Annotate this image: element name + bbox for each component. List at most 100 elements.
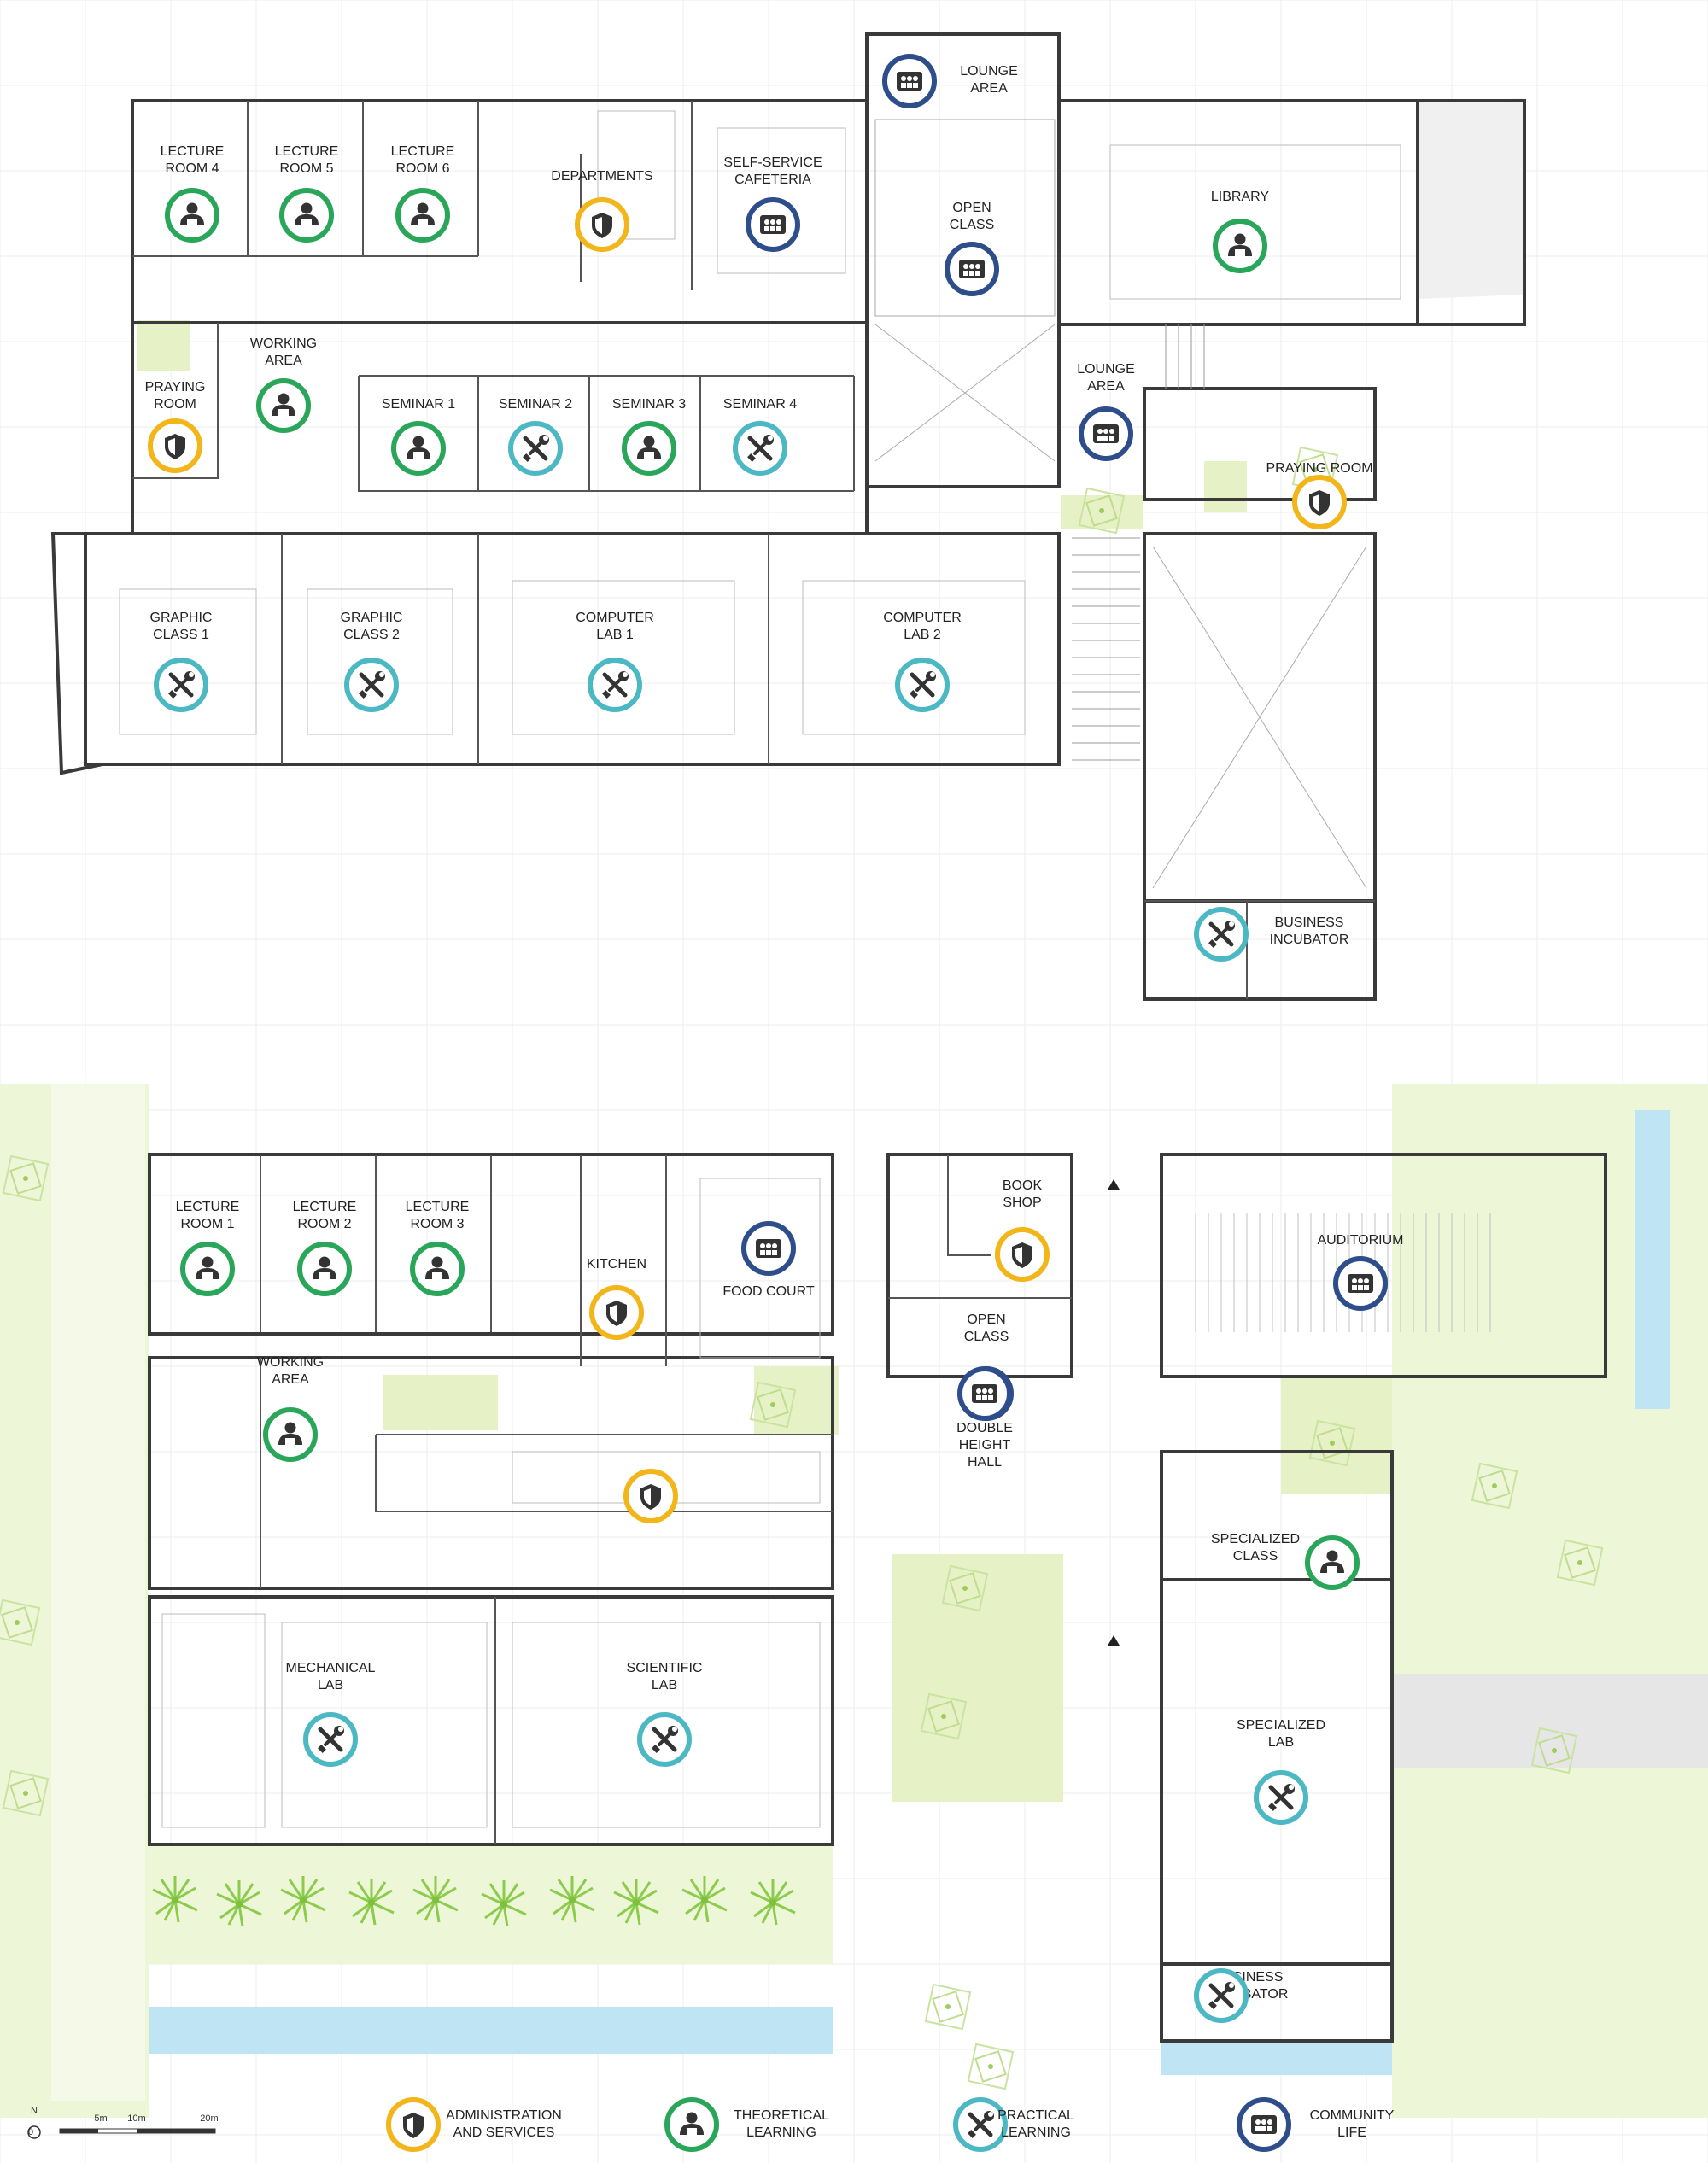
room-label: ROOM 6: [395, 161, 449, 176]
upper-room-8: WORKING AREA: [250, 336, 317, 433]
upper-room-13: SEMINAR 4: [723, 397, 797, 476]
ground-room-12: MECHANICAL LAB: [286, 1661, 376, 1767]
ground-room-13: SCIENTIFIC LAB: [627, 1661, 703, 1767]
room-label: AUDITORIUM: [1317, 1233, 1403, 1248]
upper-room-17: GRAPHIC CLASS 2: [341, 611, 403, 712]
group-icon: [760, 215, 786, 234]
group-icon: [756, 1239, 781, 1258]
room-label: SEMINAR 4: [723, 397, 797, 412]
room-label: DOUBLE: [956, 1421, 1013, 1435]
ground-room-8: DOUBLE HEIGHT HALL: [956, 1366, 1013, 1470]
room-label: HEIGHT: [959, 1438, 1011, 1453]
room-label: DEPARTMENTS: [551, 169, 652, 184]
room-label: HALL: [968, 1455, 1002, 1470]
legend-label: COMMUNITY: [1310, 2108, 1395, 2123]
group-icon: [959, 260, 985, 278]
room-label: SEMINAR 2: [499, 397, 572, 412]
ground-room-3: KITCHEN: [587, 1257, 646, 1340]
scale-bar: 0 5m 10m 20m: [28, 2113, 219, 2137]
room-label: AREA: [970, 81, 1008, 96]
upper-room-14: LOUNGE AREA: [1077, 362, 1135, 461]
ground-room-11: SPECIALIZED CLASS: [1211, 1532, 1360, 1590]
upper-room-12: SEMINAR 3: [612, 397, 686, 476]
ground-room-14: SPECIALIZED LAB: [1237, 1718, 1325, 1825]
room-label: AREA: [1087, 379, 1125, 394]
room-label: CLASS: [1233, 1549, 1278, 1564]
legend-label: LEARNING: [746, 2125, 816, 2140]
room-label: WORKING: [250, 336, 317, 351]
ground-floor-plan: [0, 446, 1708, 2118]
legend-item-community: COMMUNITY LIFE: [1237, 2097, 1395, 2152]
room-label: LIBRARY: [1211, 190, 1270, 204]
north-arrow: N: [27, 2106, 41, 2139]
upper-room-11: SEMINAR 2: [499, 397, 572, 476]
ground-room-10: OFFICE: [623, 1469, 678, 1523]
room-label: LOUNGE: [960, 64, 1018, 79]
room-label: OPEN: [952, 201, 991, 215]
room-label: WORKING: [257, 1355, 324, 1370]
room-label: AREA: [272, 1372, 309, 1387]
scale-tick-20m: 20m: [200, 2113, 218, 2124]
upper-room-2: LECTURE ROOM 6: [391, 144, 455, 243]
legend-item-theoretical: THEORETICAL LEARNING: [664, 2097, 829, 2152]
legend-label: AND SERVICES: [453, 2125, 555, 2140]
room-label: PRAYING: [145, 380, 206, 395]
room-label: GRAPHIC: [341, 611, 403, 625]
room-label: CAFETERIA: [734, 172, 811, 187]
room-label: MECHANICAL: [286, 1661, 376, 1675]
room-label: LAB: [652, 1678, 677, 1692]
room-label: CLASS 2: [343, 628, 400, 642]
room-label: LAB: [318, 1678, 343, 1692]
ground-room-4: FOOD COURT: [722, 1221, 815, 1299]
room-label: SEMINAR 1: [382, 397, 455, 412]
group-icon: [972, 1384, 997, 1403]
room-label: AREA: [265, 354, 302, 368]
room-label: ROOM 1: [180, 1217, 234, 1231]
room-label: ROOM 2: [297, 1217, 351, 1231]
room-label: SPECIALIZED: [1237, 1718, 1325, 1733]
upper-room-15: PRAYING ROOM: [1266, 461, 1373, 529]
room-label: KITCHEN: [587, 1257, 646, 1271]
room-label: LAB 1: [596, 628, 634, 642]
room-label: SPECIALIZED: [1211, 1532, 1300, 1546]
room-label: COMPUTER: [576, 611, 654, 625]
legend-label: LIFE: [1337, 2125, 1366, 2140]
legend-label: THEORETICAL: [734, 2108, 829, 2123]
upper-room-3: DEPARTMENTS: [551, 169, 653, 252]
group-icon: [897, 72, 922, 91]
ground-room-6: AUDITORIUM: [1317, 1233, 1404, 1311]
room-label: LAB 2: [904, 628, 941, 642]
room-label: LECTURE: [176, 1200, 240, 1214]
scale-zero-label: 0: [28, 2127, 33, 2137]
group-icon: [1251, 2115, 1277, 2134]
room-label: SHOP: [1003, 1195, 1041, 1210]
legend-label: LEARNING: [1001, 2125, 1071, 2140]
room-label: ROOM 3: [410, 1217, 464, 1231]
north-label: N: [31, 2106, 38, 2116]
room-label: SCIENTIFIC: [627, 1661, 703, 1675]
ground-room-1: LECTURE ROOM 2: [293, 1200, 357, 1296]
upper-room-5: LOUNGE AREA: [882, 54, 1018, 108]
room-label: LAB: [1268, 1735, 1294, 1750]
upper-floor-plan: [50, 32, 1526, 1001]
room-label: LOUNGE: [1077, 362, 1135, 377]
room-label: OPEN: [967, 1312, 1005, 1327]
room-label: FOOD COURT: [722, 1284, 814, 1299]
room-label: LECTURE: [391, 144, 455, 159]
room-label: LECTURE: [293, 1200, 357, 1214]
room-label: PRAYING ROOM: [1266, 461, 1372, 476]
room-label: CLASS 1: [153, 628, 209, 642]
upper-room-7: LIBRARY: [1211, 190, 1270, 273]
upper-room-10: SEMINAR 1: [382, 397, 455, 476]
group-icon: [1348, 1274, 1373, 1293]
